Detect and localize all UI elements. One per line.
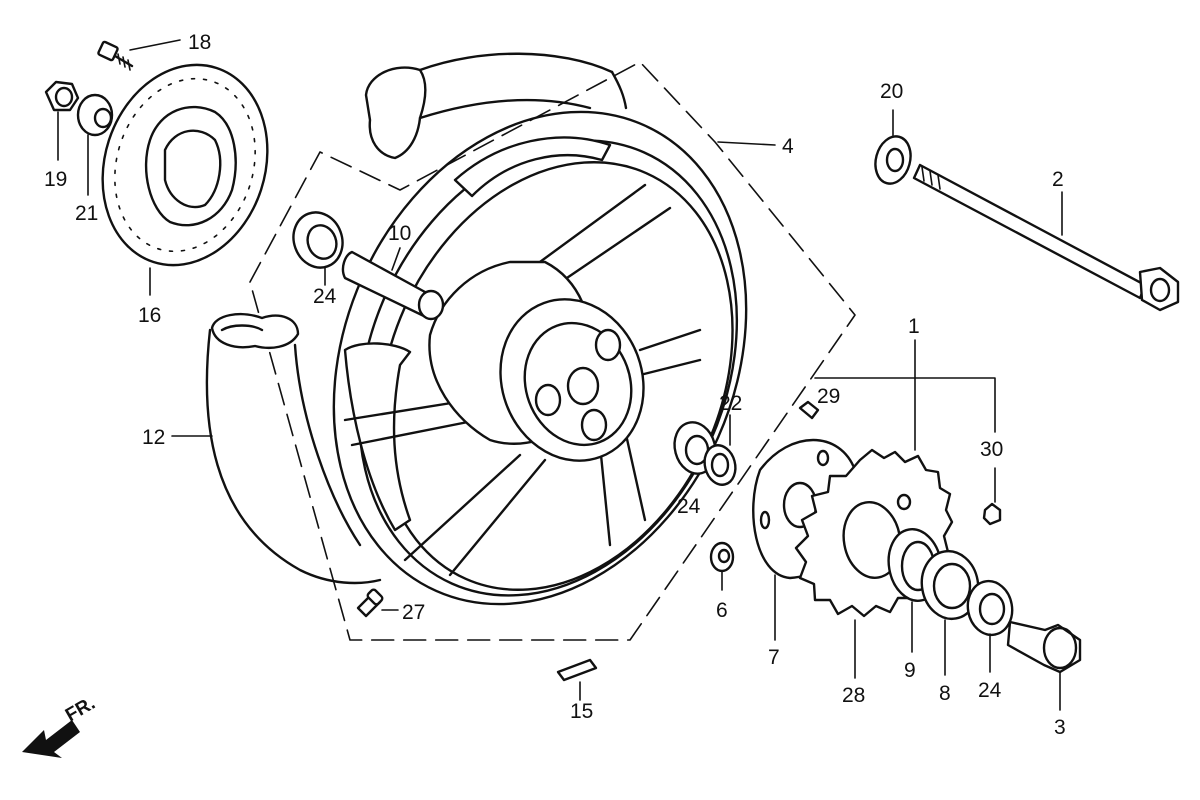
part-label: 9 [904, 659, 916, 682]
part-label: 29 [817, 385, 840, 408]
right-bearing [673, 414, 737, 486]
wheel-hub [428, 260, 645, 462]
part-label: 21 [75, 202, 98, 225]
direction-label: FR. [62, 693, 99, 726]
balance-weight [556, 658, 598, 701]
part-label: 1 [908, 315, 920, 338]
left-bearing [292, 211, 344, 286]
part-label: 28 [842, 684, 865, 707]
distance-collar [341, 247, 445, 321]
part-label: 10 [388, 222, 411, 245]
part-label: 3 [1054, 716, 1066, 739]
brake-disc [101, 63, 269, 296]
part-label: 6 [716, 599, 728, 622]
axle-washer [874, 109, 912, 185]
part-label: 27 [402, 601, 425, 624]
disc-bolt [97, 39, 181, 71]
part-label: 19 [44, 168, 67, 191]
part-label: 15 [570, 700, 593, 723]
part-label: 7 [768, 646, 780, 669]
part-label: 12 [142, 426, 165, 449]
sprocket-bolt-and-nut [798, 377, 1002, 526]
part-label: 4 [782, 135, 794, 158]
axle [912, 163, 1180, 312]
part-label: 22 [719, 392, 742, 415]
part-label: 24 [313, 285, 337, 308]
air-valve [356, 588, 399, 618]
part-label: 20 [880, 80, 903, 103]
front-direction-marker: FR. [22, 693, 99, 758]
part-label: 24 [978, 679, 1002, 702]
dust-seal [709, 541, 735, 591]
part-label: 2 [1052, 168, 1064, 191]
sprocket-collars-and-seals [887, 528, 1082, 711]
nut-and-collar [44, 80, 114, 196]
part-label: 24 [677, 495, 701, 518]
part-label: 18 [188, 31, 211, 54]
assembly-boundary [249, 61, 856, 641]
arrow-left-icon [22, 720, 80, 758]
leader-lines [171, 141, 776, 437]
part-label: 16 [138, 304, 161, 327]
part-label: 8 [939, 682, 951, 705]
part-number-labels: 18 19 21 16 10 24 12 27 15 4 20 2 1 29 3… [44, 31, 1066, 739]
part-label: 30 [980, 438, 1003, 461]
tire [205, 52, 628, 585]
